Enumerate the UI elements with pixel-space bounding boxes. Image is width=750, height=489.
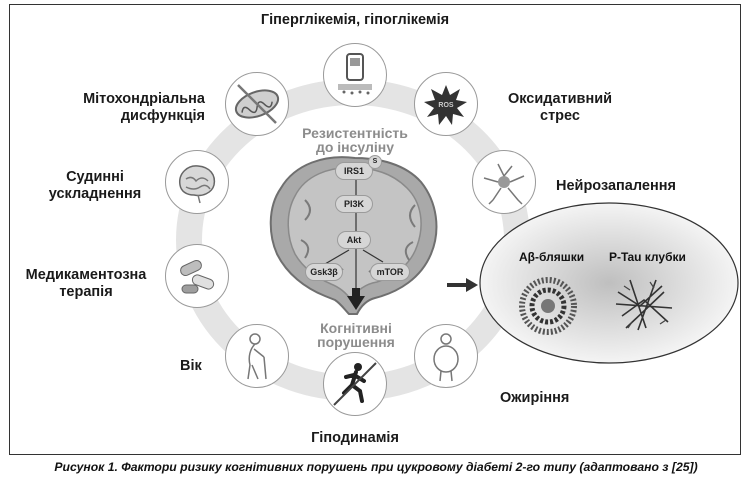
node-irs1: IRS1 xyxy=(335,162,373,180)
factor-obesity: Ожиріння xyxy=(500,390,570,406)
node-gsk3b: Gsk3β xyxy=(305,263,343,281)
ros-label: ROS xyxy=(438,102,454,109)
obese-person-icon xyxy=(414,324,478,388)
amyloid-plaques-label: Аβ-бляшки xyxy=(519,250,585,264)
cognitive-impairment-label: Когнітивні порушення xyxy=(317,320,395,350)
factor-hyperglycemia: Гіперглікемія, гіпоглікемія xyxy=(260,12,450,28)
factor-age: Вік xyxy=(180,358,202,374)
ros-burst-icon: ROS xyxy=(414,72,478,136)
factor-neuroinflammation: Нейрозапалення xyxy=(556,178,676,194)
tau-tangles-label: Р-Tau клубки xyxy=(609,250,686,264)
factor-hypodynamia: Гіподинамія xyxy=(311,430,399,446)
figure-caption: Рисунок 1. Фактори ризику когнітивних по… xyxy=(54,460,698,474)
amyloid-plaque-icon xyxy=(519,277,577,335)
glucose-meter-icon xyxy=(323,43,387,107)
pills-icon xyxy=(165,244,229,308)
arrow-down-icon xyxy=(347,296,365,310)
insulin-resistance-label: Резистентність до інсуліну xyxy=(302,125,408,155)
running-person-icon xyxy=(323,352,387,416)
mitochondria-icon xyxy=(225,72,289,136)
node-serine: S xyxy=(368,155,382,169)
node-akt: Akt xyxy=(337,231,371,249)
brain-vessels-icon xyxy=(165,150,229,214)
node-pi3k: PI3K xyxy=(335,195,373,213)
pathology-oval xyxy=(479,202,739,364)
tau-tangle-icon xyxy=(615,279,673,331)
node-mtor: mTOR xyxy=(370,263,410,281)
arrow-to-pathology xyxy=(466,278,478,292)
neuron-icon xyxy=(472,150,536,214)
elderly-person-icon xyxy=(225,324,289,388)
